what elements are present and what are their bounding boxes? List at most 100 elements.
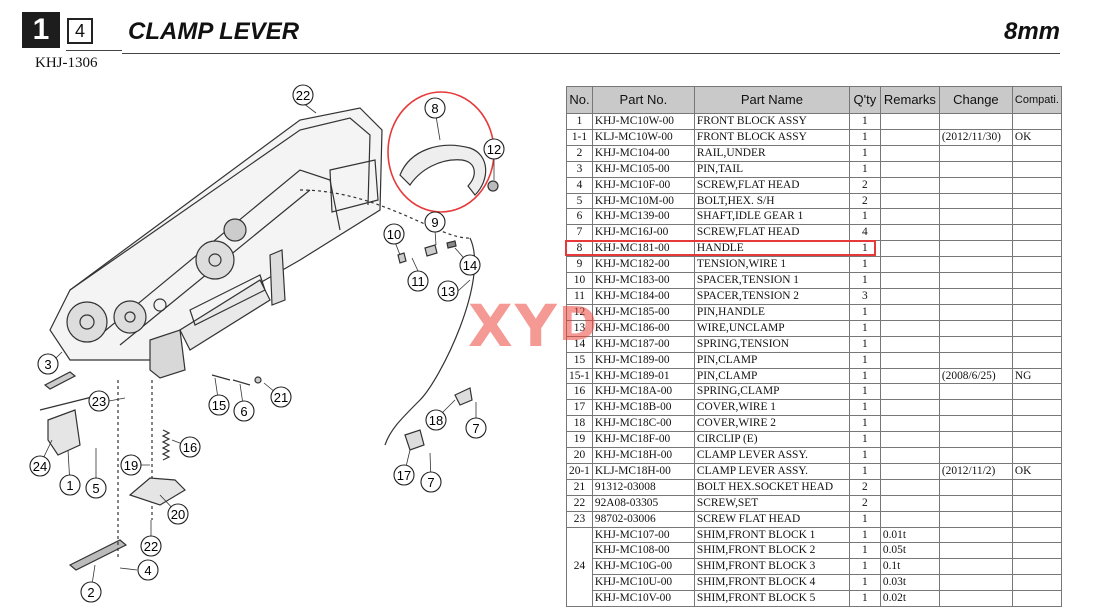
cell-change xyxy=(938,574,1013,592)
cell-change xyxy=(938,494,1013,512)
cell-qty: 1 xyxy=(848,510,881,528)
cell-qty: 1 xyxy=(848,128,881,146)
col-header-compati: Compati. xyxy=(1011,86,1062,114)
cell-part-no: KHJ-MC189-00 xyxy=(591,351,695,369)
cell-change xyxy=(938,526,1013,544)
cell-part-name: RAIL,UNDER xyxy=(693,144,850,162)
cell-remarks xyxy=(879,176,940,194)
cell-part-name: SHIM,FRONT BLOCK 2 xyxy=(693,542,850,560)
cell-qty: 1 xyxy=(848,208,881,226)
cell-qty: 1 xyxy=(848,558,881,576)
col-header-part-name: Part Name xyxy=(693,86,850,114)
svg-text:16: 16 xyxy=(183,440,197,455)
callout-23: 23 xyxy=(88,390,110,412)
cell-compati: OK xyxy=(1011,462,1062,480)
cell-remarks xyxy=(879,399,940,417)
cell-part-no: KHJ-MC10W-00 xyxy=(591,113,695,130)
cell-qty: 1 xyxy=(848,256,881,274)
cell-qty: 1 xyxy=(848,526,881,544)
cell-change xyxy=(938,510,1013,528)
cell-part-no: KHJ-MC105-00 xyxy=(591,160,695,178)
cell-change xyxy=(938,319,1013,337)
cell-compati xyxy=(1011,351,1062,369)
cell-part-name: SHIM,FRONT BLOCK 5 xyxy=(693,590,850,608)
cell-compati xyxy=(1011,494,1062,512)
cell-remarks xyxy=(879,494,940,512)
feeder-frame-drawing xyxy=(39,107,499,571)
cell-remarks xyxy=(879,447,940,464)
page-sub-number: 4 xyxy=(67,18,93,44)
svg-text:18: 18 xyxy=(429,413,443,428)
cell-no: 5 xyxy=(566,192,593,210)
cell-part-no: KHJ-MC107-00 xyxy=(591,526,695,544)
svg-text:7: 7 xyxy=(472,421,479,436)
svg-text:24: 24 xyxy=(33,459,47,474)
cell-part-name: SPRING,TENSION xyxy=(693,335,850,353)
cell-part-no: KHJ-MC186-00 xyxy=(591,319,695,337)
cell-no: 7 xyxy=(566,224,593,242)
cell-part-name: CIRCLIP (E) xyxy=(693,431,850,449)
cell-compati xyxy=(1011,256,1062,274)
cell-no: 13 xyxy=(566,319,593,337)
cell-part-no: KHJ-MC189-01 xyxy=(591,367,695,385)
cell-qty: 1 xyxy=(848,144,881,162)
table-header-row: No. Part No. Part Name Q'ty Remarks Chan… xyxy=(566,86,1062,114)
cell-remarks xyxy=(879,319,940,337)
cell-part-no: KLJ-MC18H-00 xyxy=(591,462,695,480)
cell-change xyxy=(938,176,1013,194)
cell-qty: 1 xyxy=(848,303,881,321)
cell-no: 6 xyxy=(566,208,593,226)
cell-no: 18 xyxy=(566,415,593,433)
cell-part-no: KHJ-MC18C-00 xyxy=(591,415,695,433)
title-rule-left xyxy=(66,50,122,51)
cell-remarks xyxy=(879,272,940,289)
cell-change xyxy=(938,160,1013,178)
cell-part-no: KHJ-MC10G-00 xyxy=(591,558,695,576)
cell-change xyxy=(938,208,1013,226)
cell-remarks xyxy=(879,431,940,449)
callout-10: 10 xyxy=(383,223,405,245)
cell-qty: 2 xyxy=(848,192,881,210)
cell-remarks xyxy=(879,144,940,162)
cell-remarks: 0.02t xyxy=(879,590,940,608)
title-rule xyxy=(122,53,1060,54)
cell-qty: 1 xyxy=(848,431,881,449)
svg-text:12: 12 xyxy=(487,142,501,157)
cell-qty: 4 xyxy=(848,224,881,242)
callout-8: 8 xyxy=(424,97,446,119)
col-header-qty: Q'ty xyxy=(848,86,881,114)
cell-change xyxy=(938,240,1013,258)
svg-text:20: 20 xyxy=(171,507,185,522)
cell-change xyxy=(938,113,1013,130)
cell-compati xyxy=(1011,113,1062,130)
callout-14: 14 xyxy=(459,254,481,276)
cell-compati xyxy=(1011,415,1062,433)
cell-part-name: PIN,CLAMP xyxy=(693,367,850,385)
cell-qty: 1 xyxy=(848,160,881,178)
cell-change xyxy=(938,383,1013,401)
svg-text:8: 8 xyxy=(431,101,438,116)
cell-change xyxy=(938,351,1013,369)
cell-remarks xyxy=(879,462,940,480)
cell-qty: 1 xyxy=(848,367,881,385)
cell-compati: OK xyxy=(1011,128,1062,146)
cell-part-no: KHJ-MC18A-00 xyxy=(591,383,695,401)
page-number-badge: 1 xyxy=(22,12,60,48)
callout-2: 2 xyxy=(80,581,102,603)
cell-compati xyxy=(1011,574,1062,592)
cell-part-name: TENSION,WIRE 1 xyxy=(693,256,850,274)
callout-19: 19 xyxy=(120,454,142,476)
cell-change xyxy=(938,399,1013,417)
cell-compati xyxy=(1011,192,1062,210)
